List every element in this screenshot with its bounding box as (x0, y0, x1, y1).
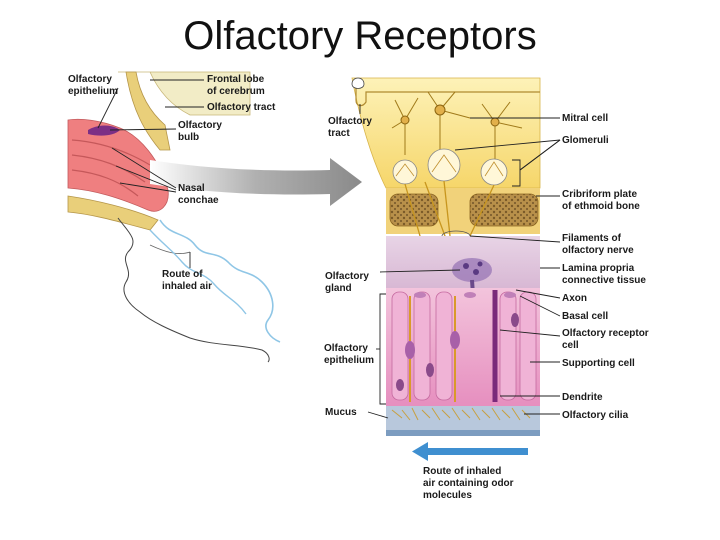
slide-title: Olfactory Receptors (183, 14, 537, 58)
supporting-cells (391, 291, 537, 401)
label-frontal-lobe: Frontal lobe of cerebrum (207, 74, 267, 97)
label-olfactory-bulb: Olfactory bulb (178, 120, 225, 143)
label-olfactory-receptor-cell: Olfactory receptor cell (562, 328, 651, 351)
mitral-cell-body-3 (490, 117, 500, 127)
head-labels: Olfactory epithelium Frontal lobe of cer… (68, 74, 276, 292)
label-mitral-cell: Mitral cell (562, 113, 608, 124)
tract-tip (351, 77, 365, 89)
label-olfactory-tract-head: Olfactory tract (207, 102, 276, 113)
head-section (67, 71, 362, 363)
label-filaments: Filaments of olfactory nerve (562, 233, 634, 256)
label-supporting-cell: Supporting cell (562, 358, 635, 369)
nasal-conchae-folds (71, 139, 151, 197)
frontal-lobe (118, 71, 251, 116)
epithelium-front-edge (386, 430, 540, 436)
label-basal-cell: Basal cell (562, 311, 608, 322)
olfactory-bulb-shape (88, 125, 120, 136)
mitral-cell-body-2 (434, 104, 446, 116)
label-olfactory-gland: Olfactory gland (325, 271, 372, 294)
label-route-inhaled-air: Route of inhaled air (162, 269, 212, 292)
epithelium-bracket (379, 293, 386, 405)
detail-block (351, 77, 561, 461)
zoom-arrow (150, 158, 362, 206)
label-mucus: Mucus (325, 407, 357, 418)
label-olfactory-epithelium-detail: Olfactory epithelium (324, 343, 374, 366)
inhaled-air-path (159, 219, 281, 343)
detail-labels: Olfactory tract Olfactory gland Olfactor… (324, 113, 651, 501)
skull-bone (125, 71, 171, 151)
odor-route-arrow (412, 442, 528, 461)
label-route-odor: Route of inhaled air containing odor mol… (423, 466, 516, 501)
jaw-line (149, 244, 191, 254)
receptor-cells (396, 290, 519, 402)
label-olfactory-tract-detail: Olfactory tract (328, 116, 375, 139)
mitral-cells (391, 91, 523, 160)
label-olfactory-cilia: Olfactory cilia (562, 410, 629, 421)
label-glomeruli: Glomeruli (562, 135, 609, 146)
label-axon: Axon (562, 293, 587, 304)
label-dendrite: Dendrite (562, 392, 603, 403)
label-nasal-conchae: Nasal conchae (178, 183, 219, 206)
label-olfactory-epithelium-head: Olfactory epithelium (68, 74, 118, 97)
label-cribriform-plate: Cribriform plate of ethmoid bone (562, 189, 640, 212)
detail-leader-lines (359, 104, 561, 419)
basal-cells (414, 292, 516, 298)
face-outline (117, 217, 270, 363)
inhaled-air-path-2 (149, 229, 247, 315)
cribriform-bone-1 (389, 193, 439, 227)
olfactory-cilia-shapes (391, 407, 531, 421)
glomeruli (392, 148, 508, 186)
mitral-cell-body-1 (400, 115, 410, 125)
label-lamina-propria: Lamina propria connective tissue (562, 263, 646, 286)
cribriform-bone-2 (469, 193, 539, 227)
